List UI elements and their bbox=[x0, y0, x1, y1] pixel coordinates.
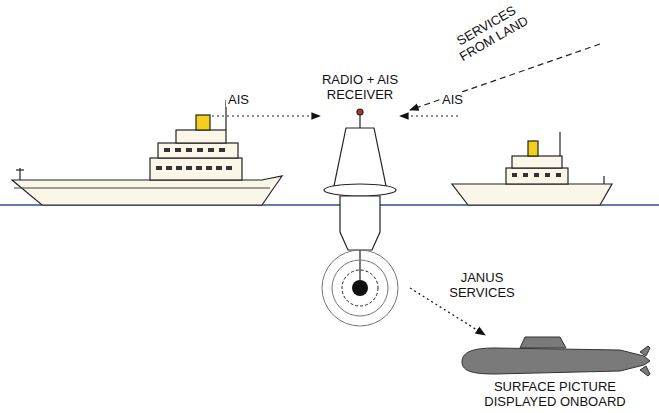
window bbox=[176, 166, 182, 170]
edge-label: JANUS SERVICES bbox=[445, 270, 519, 300]
window bbox=[545, 173, 550, 177]
window bbox=[226, 166, 232, 170]
window bbox=[197, 148, 203, 152]
service-label: SERVICES FROM LAND bbox=[444, 0, 535, 67]
submarine bbox=[462, 337, 650, 376]
signal-label: AIS bbox=[226, 92, 251, 107]
transducer bbox=[322, 250, 398, 326]
window bbox=[512, 173, 517, 177]
submarine-node: SURFACE PICTURE DISPLAYED ONBOARD bbox=[455, 335, 655, 409]
buoy bbox=[324, 109, 396, 280]
window bbox=[216, 166, 222, 170]
window bbox=[523, 173, 528, 177]
window bbox=[166, 166, 172, 170]
node-text: RADIO + AIS RECEIVER bbox=[310, 72, 410, 102]
window bbox=[186, 148, 192, 152]
window bbox=[156, 166, 162, 170]
window bbox=[219, 148, 225, 152]
land-services-arrow bbox=[410, 44, 600, 110]
window bbox=[534, 173, 539, 177]
window bbox=[206, 166, 212, 170]
window bbox=[196, 166, 202, 170]
ais-arrow bbox=[400, 115, 458, 116]
buoy-node: RADIO + AIS RECEIVER bbox=[310, 72, 410, 328]
signal-label: AIS bbox=[440, 92, 465, 107]
large-ship bbox=[12, 100, 282, 205]
window bbox=[186, 166, 192, 170]
ais-arrow bbox=[212, 115, 320, 116]
window bbox=[164, 148, 170, 152]
window bbox=[175, 148, 181, 152]
small-ship bbox=[452, 132, 612, 205]
window bbox=[556, 173, 561, 177]
window bbox=[208, 148, 214, 152]
node-text: SURFACE PICTURE DISPLAYED ONBOARD bbox=[475, 379, 635, 409]
